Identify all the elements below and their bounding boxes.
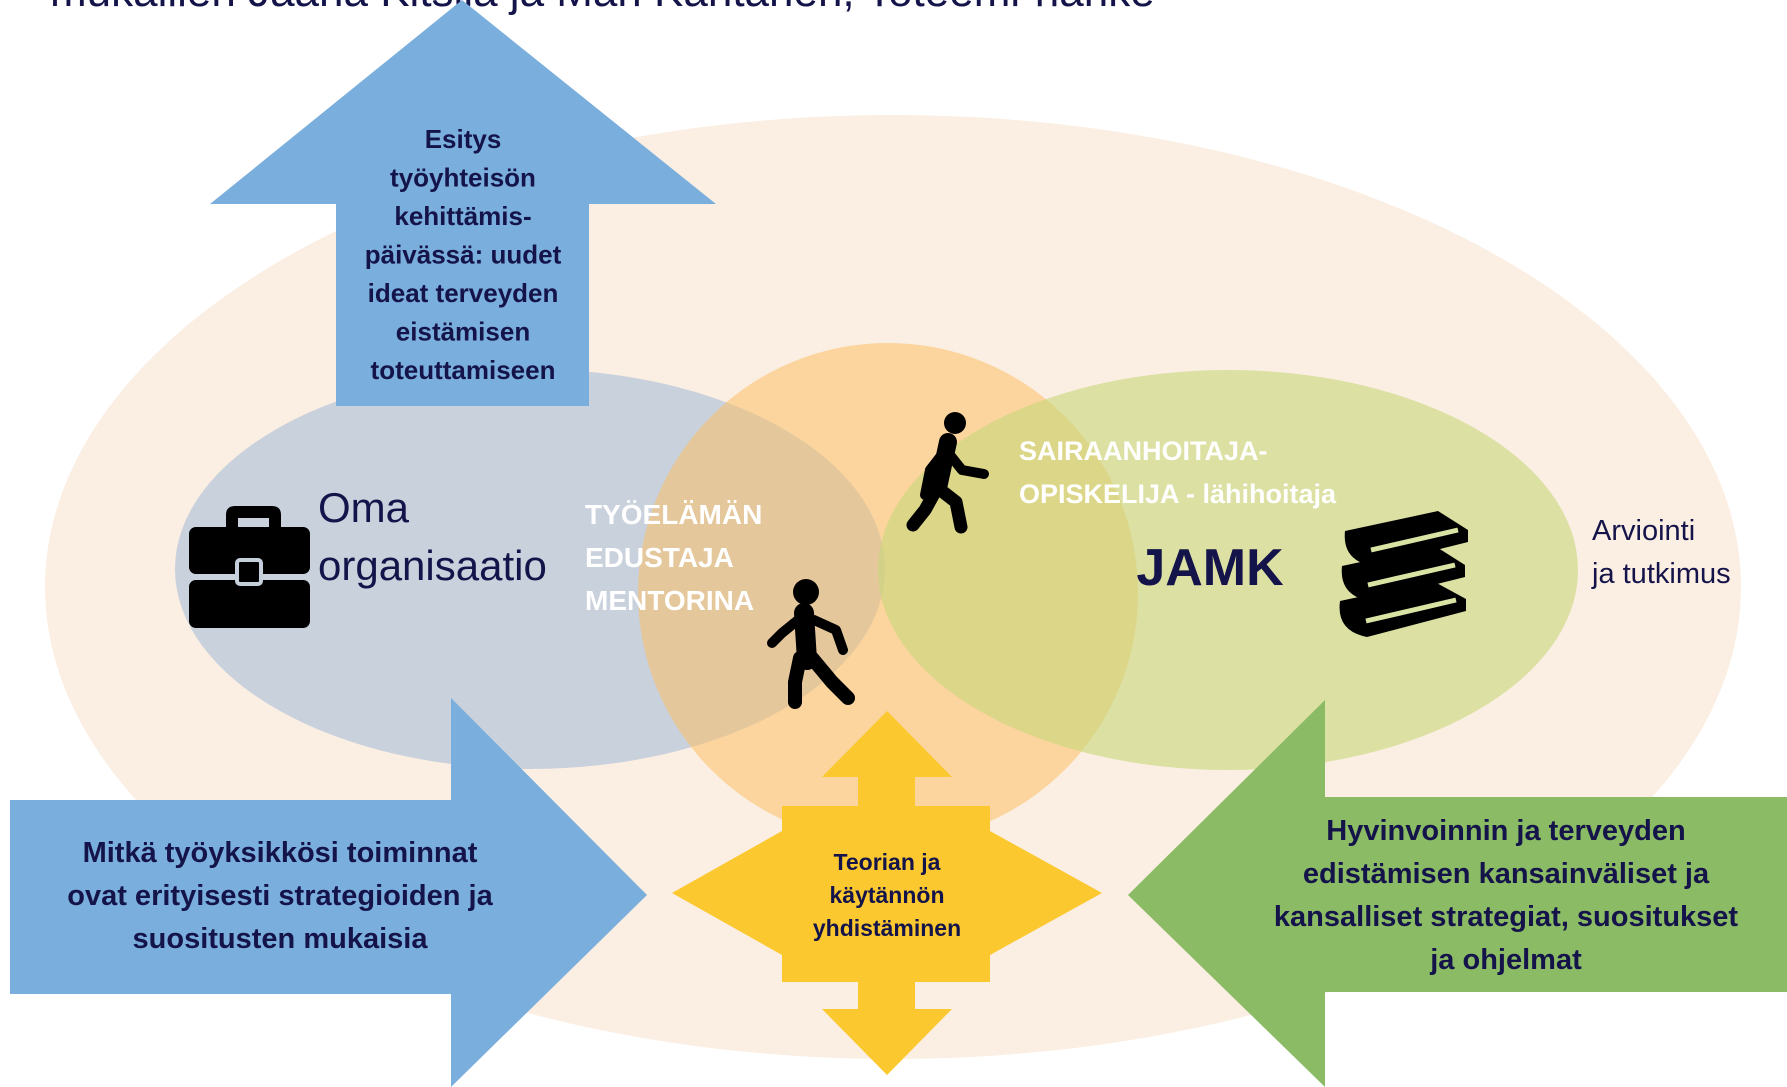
evaluation-research-label: Arviointi ja tutkimus xyxy=(1591,515,1731,590)
presentation-text: Esitys työyhteisön kehittämis-päivässä: uu… xyxy=(365,124,562,385)
strategy-question-line: Mitkä työyksikkösi toiminnat xyxy=(83,837,478,869)
jamk-label: JAMK xyxy=(1136,539,1284,597)
presentation-text-line: toteuttamiseen xyxy=(371,355,556,385)
student-walking-person-icon xyxy=(906,412,989,534)
national-strategies-line: kansalliset strategiat, suositukset xyxy=(1274,901,1739,933)
theory-practice-line: yhdistäminen xyxy=(813,915,961,941)
strategy-question-line: ovat erityisesti strategioiden ja xyxy=(67,880,493,912)
presentation-text-line: ideat terveyden xyxy=(368,278,559,308)
national-strategies-line: ja ohjelmat xyxy=(1429,944,1582,976)
strategy-question-arrow xyxy=(10,698,647,1087)
mentor-label: TYÖELÄMÄN EDUSTAJA MENTORINA xyxy=(585,499,762,616)
theory-practice-line: Teorian ja xyxy=(834,849,941,875)
theory-practice-text: Teorian ja käytännön yhdistäminen xyxy=(813,849,961,941)
student-label: SAIRAANHOITAJA- OPISKELIJA - lähihoitaja xyxy=(1019,436,1337,509)
mentor-line: EDUSTAJA xyxy=(585,542,734,573)
own-organisation-line: organisaatio xyxy=(318,542,547,589)
strategy-question-line: suositusten mukaisia xyxy=(133,923,429,955)
presentation-up-arrow xyxy=(210,0,716,406)
national-strategies-line: Hyvinvoinnin ja terveyden xyxy=(1326,815,1685,847)
evaluation-research-line: Arviointi xyxy=(1592,515,1695,547)
presentation-text-line: työyhteisön xyxy=(390,163,536,193)
evaluation-research-line: ja tutkimus xyxy=(1591,558,1731,590)
presentation-text-line: eistämisen xyxy=(396,317,530,347)
header-caption: mukaillen Jaana Kitsila ja Mari Kantanen… xyxy=(50,0,1155,16)
theory-practice-line: käytännön xyxy=(829,882,944,908)
national-strategies-line: edistämisen kansainväliset ja xyxy=(1303,858,1710,890)
presentation-text-line: kehittämis- xyxy=(394,201,531,231)
student-line: OPISKELIJA - lähihoitaja xyxy=(1019,479,1337,509)
strategy-question-text: Mitkä työyksikkösi toiminnat ovat erityis… xyxy=(67,837,493,955)
theory-practice-cross xyxy=(672,711,1102,1075)
national-strategies-text: Hyvinvoinnin ja terveyden edistämisen kan… xyxy=(1274,815,1739,976)
national-strategies-arrow xyxy=(1128,700,1787,1087)
presentation-text-line: päivässä: uudet xyxy=(365,240,562,270)
own-organisation-label: Oma organisaatio xyxy=(318,484,547,589)
mentor-walking-person-icon xyxy=(767,579,855,709)
mentor-line: TYÖELÄMÄN xyxy=(585,499,762,530)
briefcase-icon xyxy=(189,506,310,628)
books-icon xyxy=(1339,511,1468,637)
jamk-ellipse xyxy=(878,370,1578,770)
mentor-line: MENTORINA xyxy=(585,585,754,616)
own-organisation-line: Oma xyxy=(318,484,410,531)
presentation-text-line: Esitys xyxy=(425,124,502,154)
student-line: SAIRAANHOITAJA- xyxy=(1019,436,1268,466)
